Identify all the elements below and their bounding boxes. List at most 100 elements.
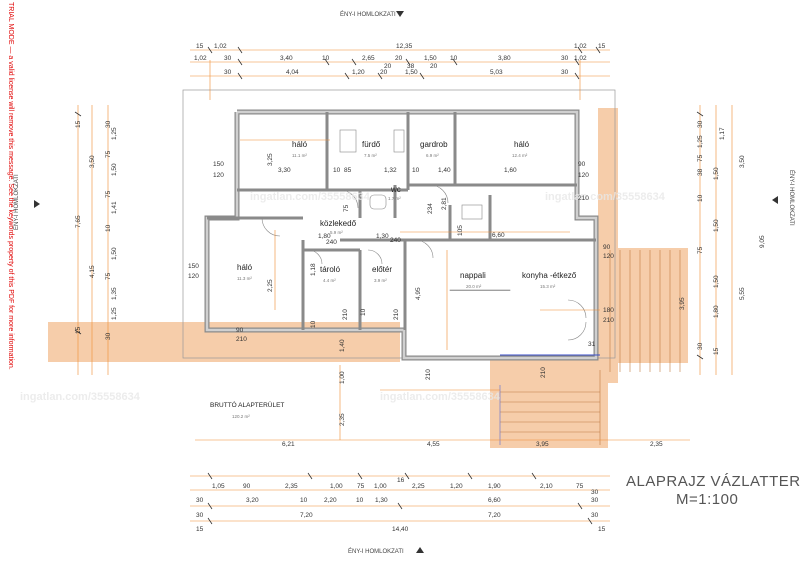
gross-area-value: 120.2 m²	[232, 414, 250, 419]
dimension-label: 30	[591, 489, 599, 496]
dimension-label: 75	[105, 190, 112, 198]
dimension-label: 1,02	[574, 55, 587, 62]
dimension-label: 1,02	[574, 43, 587, 50]
dimension-label: 30	[105, 332, 112, 340]
room-kozlekedo: közlekedő	[320, 219, 357, 228]
terrace-west	[48, 322, 198, 362]
dimension-label: 1,05	[212, 483, 225, 490]
dimension-label: 2,35	[285, 483, 298, 490]
dimension-lines	[77, 49, 733, 522]
elevation-label-left: ÉNY-I HOMLOKZATI	[13, 174, 20, 230]
dimension-label: 90	[236, 327, 244, 334]
dimension-label: 20	[384, 63, 392, 70]
dimension-label: 3,25	[267, 153, 274, 166]
dimension-label: 30	[196, 512, 204, 519]
dimension-label: 20	[395, 55, 403, 62]
dimension-label: 2,20	[324, 497, 337, 504]
room-nappali: nappali	[460, 271, 486, 280]
left-dimensions: 15 7,65 15 3,50 4,15 30 1,25 75 1,50 75 …	[75, 120, 118, 340]
dimension-label: 1,80	[318, 233, 331, 240]
dimension-label: 30	[561, 69, 569, 76]
room-konyha: konyha -étkező	[522, 271, 577, 280]
dimension-label: 1,18	[310, 263, 317, 276]
dimension-label: 30	[561, 55, 569, 62]
room-gardrob: gardrob	[420, 140, 448, 149]
gross-area-label: BRUTTÓ ALAPTERÜLET	[210, 400, 284, 409]
dimension-label: 2,65	[362, 55, 375, 62]
dimension-label: 1,50	[424, 55, 437, 62]
dimension-label: 210	[578, 195, 589, 202]
dimension-label: 1,50	[713, 275, 720, 288]
room-halo-ne-area: 11.1 m²	[292, 153, 307, 158]
dimension-label: 75	[343, 204, 350, 212]
dimension-label: 15	[75, 326, 82, 334]
dimension-label: 234	[427, 203, 434, 214]
elevation-label-top: ÉNY-I HOMLOKZATI	[340, 11, 396, 18]
dimension-label: 10	[360, 308, 367, 316]
dimension-label: 75	[697, 246, 704, 254]
terrace-east-deck	[618, 248, 688, 363]
room-labels: háló 11.1 m² fürdő 7.5 m² gardrob 6.9 m²…	[237, 140, 577, 289]
exterior-walls	[204, 109, 599, 361]
dimension-label: 1,30	[376, 233, 389, 240]
room-wc-area: 1.7 m²	[388, 196, 401, 201]
room-eloter-area: 3.9 m²	[374, 278, 387, 283]
dimension-label: 1,00	[330, 483, 343, 490]
dimension-label: 10	[333, 167, 341, 174]
dimension-label: 75	[697, 154, 704, 162]
bottom-dimensions: 16 1,05 90 2,35 1,00 75 1,00 2,25 1,20 1…	[196, 441, 663, 533]
dimension-label: 2,35	[650, 441, 663, 448]
dimension-label: 75	[576, 483, 584, 490]
dimension-label: 85	[344, 167, 352, 174]
dimension-label: 1,41	[111, 201, 118, 214]
room-gardrob-area: 6.9 m²	[426, 153, 439, 158]
dimension-label: 6,60	[492, 232, 505, 239]
room-halo-nw: háló	[514, 140, 530, 149]
elevation-bottom-arrow	[416, 547, 424, 553]
dimension-label: 210	[342, 309, 349, 320]
dimension-label: 10	[105, 224, 112, 232]
dimension-label: 6,21	[282, 441, 295, 448]
dimension-label: 5,03	[490, 69, 503, 76]
watermark-3: ingatlan.com/35558634	[20, 391, 141, 403]
room-furdo-area: 7.5 m²	[364, 153, 377, 158]
dimension-label: 30	[697, 342, 704, 350]
dimension-label: 30	[105, 120, 112, 128]
top-dimensions: 15 1,02 12,35 1,02 15 1,02 30 3,40 10 2,…	[194, 43, 606, 76]
dimension-label: 1,40	[438, 167, 451, 174]
dimension-label: 4,04	[286, 69, 299, 76]
dimension-label: 1,02	[214, 43, 227, 50]
dimension-label: 15	[196, 526, 204, 533]
dimension-label: 2,25	[412, 483, 425, 490]
dimension-label: 1,25	[697, 135, 704, 148]
dimension-label: 7,20	[488, 512, 501, 519]
dimension-label: 16	[397, 477, 405, 484]
openings	[261, 129, 587, 341]
dimension-label: 2,81	[441, 197, 448, 210]
dimension-label: 2,25	[267, 279, 274, 292]
right-dimensions: 1,17 9,05 15 3,50 5,55 3,95 30 1,25 75 1…	[679, 120, 766, 355]
dimension-label: 1,80	[713, 305, 720, 318]
dimension-label: 210	[393, 309, 400, 320]
dimension-ticks	[74, 46, 704, 525]
room-halo-nw-area: 12.4 m²	[512, 153, 528, 158]
room-halo-ne: háló	[292, 140, 308, 149]
dimension-label: 3,40	[280, 55, 293, 62]
dimension-label: 75	[357, 483, 365, 490]
elevation-right-arrow	[772, 196, 778, 204]
dimension-label: 10	[310, 320, 317, 328]
dimension-label: 1,30	[375, 497, 388, 504]
trial-notice: TRIAL MODE — a valid license will remove…	[7, 2, 14, 370]
dimension-label: 30	[697, 120, 704, 128]
dimension-label: 90	[603, 244, 611, 251]
dimension-label: 6,60	[488, 497, 501, 504]
dimension-label: 38	[407, 63, 415, 70]
dimension-label: 10	[412, 167, 420, 174]
room-furdo: fürdő	[362, 140, 381, 149]
terrace-east	[598, 108, 618, 383]
dimension-label: 1,50	[111, 163, 118, 176]
dimension-label: 1,90	[488, 483, 501, 490]
dimension-label: 38	[697, 168, 704, 176]
room-eloter: előtér	[372, 265, 392, 274]
